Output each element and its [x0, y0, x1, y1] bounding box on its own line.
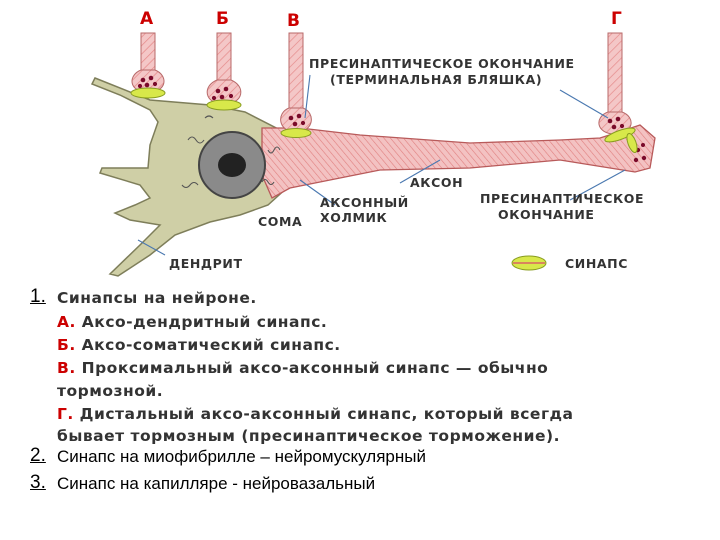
caption-letter-b: Б.: [57, 336, 76, 354]
caption-line-g: Г. Дистальный аксо-аксонный синапс, кото…: [57, 405, 574, 423]
caption-text-a: Аксо-дендритный синапс.: [81, 313, 328, 331]
terminal-g: [598, 32, 647, 163]
axon: [261, 124, 656, 199]
caption-line-b: Б. Аксо-соматический синапс.: [57, 336, 341, 354]
caption-letter-g: Г.: [57, 405, 74, 423]
label-synapse-legend: СИНАПС: [565, 256, 628, 271]
label-presyn-terminal-1: ПРЕСИНАПТИЧЕСКОЕ ОКОНЧАНИЕ: [309, 56, 575, 71]
label-soma: СОМА: [258, 214, 302, 229]
caption-text-b: Аксо-соматический синапс.: [81, 336, 341, 354]
terminal-v: [280, 32, 312, 138]
item-number-2: 2.: [30, 445, 46, 466]
item-number-1: 1.: [30, 286, 46, 307]
caption-line-2: Синапс на миофибрилле – нейромускулярный: [57, 447, 426, 466]
terminal-a: [130, 32, 166, 99]
pointer-lines: [137, 74, 626, 256]
caption-line-a: А. Аксо-дендритный синапс.: [57, 313, 327, 331]
nucleolus: [218, 153, 246, 177]
caption-line-v: В. Проксимальный аксо-аксонный синапс — …: [57, 359, 548, 377]
caption-text-g: Дистальный аксо-аксонный синапс, который…: [79, 405, 574, 423]
label-presyn-end-2: ОКОНЧАНИЕ: [498, 207, 595, 222]
item-number-3: 3.: [30, 472, 46, 493]
caption-line-g2: бывает тормозным (пресинаптическое тормо…: [57, 427, 560, 445]
label-presyn-terminal-2: (ТЕРМИНАЛЬНАЯ БЛЯШКА): [330, 72, 542, 87]
label-axon: АКСОН: [410, 175, 463, 190]
nissl-bodies: [181, 115, 281, 189]
letter-g: Г: [611, 9, 622, 29]
caption-letter-a: А.: [57, 313, 76, 331]
caption-line-v2: тормозной.: [57, 382, 164, 400]
label-presyn-end-1: ПРЕСИНАПТИЧЕСКОЕ: [480, 191, 644, 206]
label-axon-hillock-2: ХОЛМИК: [320, 210, 388, 225]
letter-b: Б: [216, 9, 229, 29]
caption-text-v: Проксимальный аксо-аксонный синапс — обы…: [81, 359, 549, 377]
letter-a: А: [140, 9, 154, 29]
label-axon-hillock-1: АКСОННЫЙ: [320, 195, 409, 210]
neuron-diagram: А Б В Г ПРЕСИНАПТИЧЕСКОЕ ОКОНЧАНИЕ (ТЕРМ…: [90, 9, 656, 277]
letter-v: В: [287, 11, 300, 31]
label-dendrite: ДЕНДРИТ: [169, 256, 243, 271]
caption-line-3: Синапс на капилляре - нейровазальный: [57, 474, 376, 493]
caption-letter-v: В.: [57, 359, 76, 377]
terminal-b: [206, 32, 242, 111]
caption-title: Синапсы на нейроне.: [57, 289, 257, 307]
